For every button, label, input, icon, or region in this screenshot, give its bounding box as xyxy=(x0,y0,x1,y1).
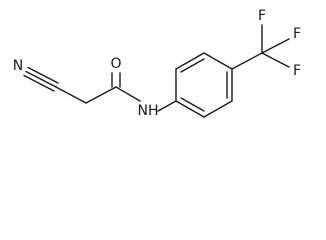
chemical-structure-diagram: N O NH F F F xyxy=(13,8,301,119)
nitrile-triple-bond-1 xyxy=(25,70,57,88)
nitrile-nitrogen-label: N xyxy=(13,58,23,74)
amide-nh-label: NH xyxy=(138,103,159,119)
ch2-to-carbonyl-bond xyxy=(85,86,117,104)
ring-inner-double-3 xyxy=(180,97,205,112)
atom-labels: N O NH F F F xyxy=(13,8,301,119)
fluorine-right-lower-label: F xyxy=(293,63,301,79)
bonds xyxy=(23,24,290,118)
ring-bond-2 xyxy=(175,52,205,70)
carbonyl-to-nh-bond xyxy=(115,86,141,102)
ch2-to-nitrile-carbon-bond xyxy=(55,86,87,104)
ring-bond-6 xyxy=(175,100,205,118)
ring-bond-3 xyxy=(203,52,233,70)
nh-to-ring-bond xyxy=(157,100,177,112)
nitrile-triple-bond-2 xyxy=(23,74,55,92)
cf3-to-fluorine-right-lower-bond xyxy=(261,52,290,68)
fluorine-right-upper-label: F xyxy=(293,26,301,42)
ring-to-cf3-bond xyxy=(231,52,263,70)
fluorine-top-label: F xyxy=(258,8,266,24)
carbonyl-oxygen-label: O xyxy=(110,56,121,72)
nitrile-triple-bond-3 xyxy=(27,66,59,84)
ring-inner-double-1 xyxy=(180,58,205,73)
cf3-to-fluorine-right-upper-bond xyxy=(261,38,290,54)
ring-bond-5 xyxy=(203,100,233,118)
